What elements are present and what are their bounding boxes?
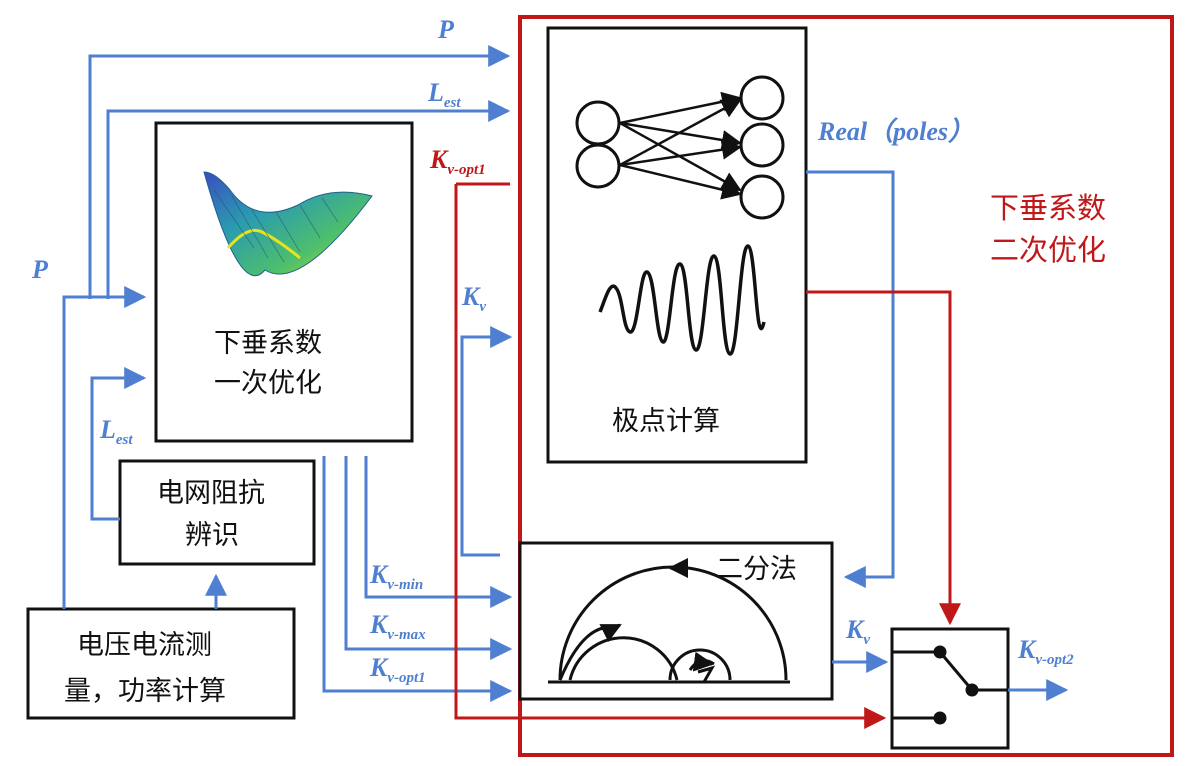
measure-box: [26, 607, 296, 720]
signal-lest-top: Lest: [427, 78, 461, 111]
bisection-icon: [548, 558, 790, 684]
signal-kv-opt1-red: Kv-opt1: [429, 145, 486, 178]
signal-real-poles: Real（poles）: [817, 117, 974, 146]
measure-label-2: 量，功率计算: [64, 676, 226, 707]
signal-kv-opt1-blue: Kv-opt1: [369, 653, 426, 686]
signal-kv-min: Kv-min: [369, 560, 423, 593]
measure-label-1: 电压电流测: [77, 630, 212, 661]
second-opt-label-2: 二次优化: [990, 233, 1106, 267]
red-connections: [454, 182, 961, 729]
neural-network-icon: [575, 75, 785, 220]
impedance-label-2: 辨识: [185, 520, 239, 551]
signal-p-left: P: [31, 255, 49, 284]
oscillation-wave-icon: [598, 244, 766, 356]
second-opt-label-1: 下垂系数: [990, 191, 1106, 225]
signal-kv-left: Kv: [461, 282, 486, 315]
signal-p-top: P: [437, 15, 455, 44]
impedance-box: [118, 459, 316, 566]
3d-surface-icon: [203, 171, 373, 276]
pole-calc-label: 极点计算: [612, 406, 720, 437]
first-opt-label-2: 一次优化: [214, 368, 322, 399]
signal-lest-left: Lest: [99, 415, 133, 448]
impedance-label-1: 电网阻抗: [157, 478, 265, 509]
first-opt-label-1: 下垂系数: [214, 328, 322, 359]
second-opt-frame: [518, 15, 1174, 757]
blue-connections: [62, 45, 1069, 702]
signal-kv-max: Kv-max: [369, 610, 426, 643]
switch-icon: [892, 645, 1008, 725]
signal-kv-right: Kv: [845, 615, 870, 648]
first-opt-box: [154, 121, 414, 443]
signal-kv-opt2: Kv-opt2: [1017, 635, 1074, 668]
bisection-label: 二分法: [716, 554, 797, 585]
